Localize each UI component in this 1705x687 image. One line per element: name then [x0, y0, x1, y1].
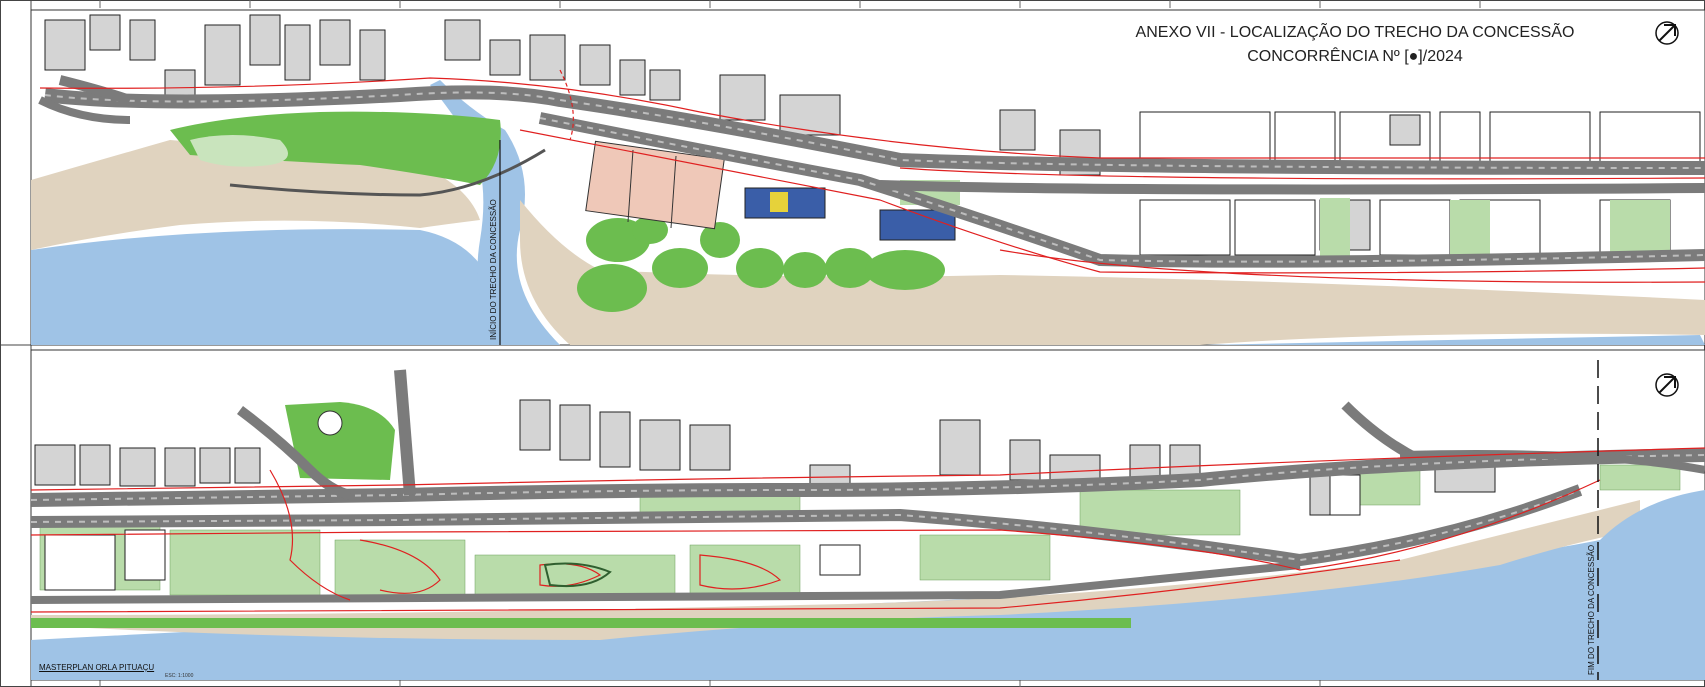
title-line-1: ANEXO VII - LOCALIZAÇÃO DO TRECHO DA CON… — [1135, 24, 1575, 41]
beach-lawn-strip — [31, 618, 1131, 628]
buildings-north — [44, 14, 1101, 176]
concession-red-lines-top — [39, 69, 1705, 283]
sea-area-south — [31, 520, 1705, 680]
vegetation-patches — [577, 216, 945, 312]
north-arrow-icon — [1655, 21, 1679, 45]
masterplan-caption: MASTERPLAN ORLA PITUAÇU — [39, 663, 155, 672]
beach-sand-west — [31, 140, 480, 250]
beach-sand-east — [520, 200, 1705, 345]
panel-top — [30, 9, 1705, 346]
concession-red-lines-bottom — [30, 447, 1705, 613]
title-line-2: CONCORRÊNCIA Nº [●]/2024 — [1247, 48, 1463, 65]
river — [430, 80, 560, 345]
park-west — [170, 111, 501, 185]
panel-bottom — [30, 349, 1705, 681]
scale-note: ESC: 1:1000 — [165, 673, 194, 679]
north-arrow-icon — [1655, 373, 1679, 397]
park-north — [285, 402, 395, 480]
start-label: INÍCIO DO TRECHO DA CONCESSÃO — [489, 199, 498, 340]
sea-area-west — [31, 229, 540, 345]
main-roads-bottom — [30, 369, 1705, 604]
map-title: ANEXO VII - LOCALIZAÇÃO DO TRECHO DA CON… — [1130, 21, 1690, 69]
main-roads-top — [38, 75, 1705, 268]
end-label: FIM DO TRECHO DA CONCESSÃO — [1587, 544, 1596, 675]
